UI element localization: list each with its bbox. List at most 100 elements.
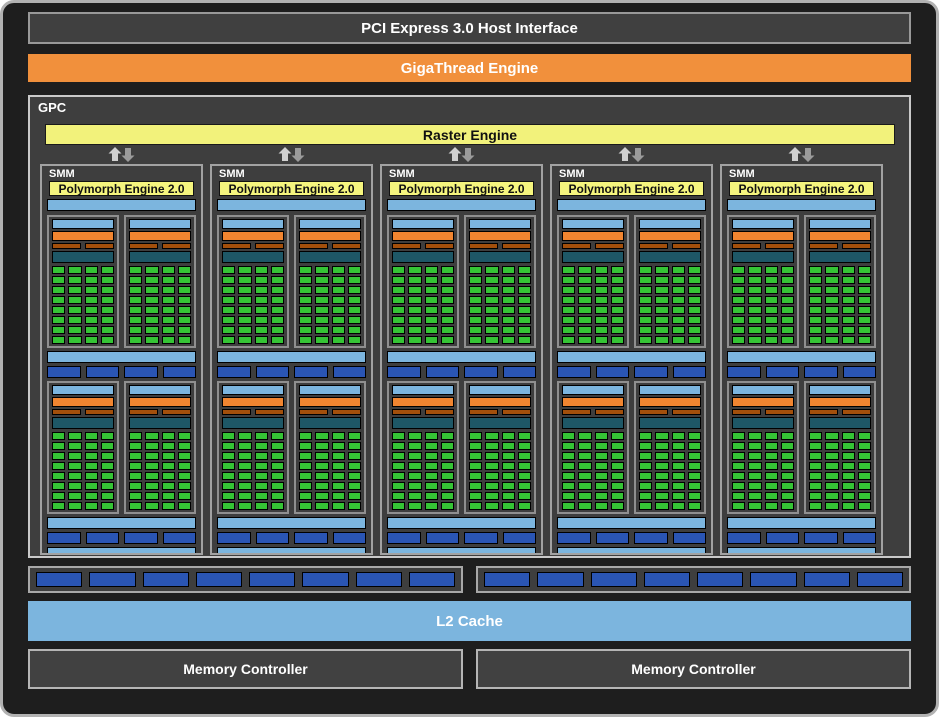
core-cell xyxy=(469,442,483,450)
core-cell xyxy=(517,306,531,314)
texture-unit xyxy=(162,366,196,378)
core-cell xyxy=(424,316,438,324)
core-cell xyxy=(748,452,762,460)
instruction-buffer-bar xyxy=(562,219,624,229)
warp-scheduler-bar xyxy=(809,231,871,241)
texture-unit-row xyxy=(387,366,536,378)
rop-group xyxy=(476,566,911,593)
core-cell xyxy=(145,276,159,284)
core-cell xyxy=(52,442,66,450)
core-cell xyxy=(161,442,175,450)
core-cell xyxy=(809,316,823,324)
core-cell xyxy=(578,336,592,344)
core-cell xyxy=(732,462,746,470)
texture-unit xyxy=(557,366,591,378)
core-cell xyxy=(578,296,592,304)
instruction-buffer-bar xyxy=(809,219,871,229)
smm-half xyxy=(387,381,536,514)
core-cell xyxy=(732,326,746,334)
core-cell xyxy=(764,276,778,284)
core-grid xyxy=(639,266,701,344)
core-cell xyxy=(639,296,653,304)
core-cell xyxy=(578,492,592,500)
warp-scheduler-bar xyxy=(732,231,794,241)
core-cell xyxy=(331,482,345,490)
dispatch-unit-row xyxy=(469,243,531,249)
core-cell xyxy=(687,462,701,470)
register-file-bar xyxy=(469,251,531,263)
register-file-bar xyxy=(809,417,871,429)
rop-unit xyxy=(408,572,455,587)
core-cell xyxy=(469,276,483,284)
core-cell xyxy=(177,492,191,500)
core-cell xyxy=(238,266,252,274)
core-cell xyxy=(161,482,175,490)
smm-label: SMM xyxy=(389,168,415,180)
processing-block xyxy=(47,381,119,514)
core-cell xyxy=(68,472,82,480)
dispatch-unit-row xyxy=(562,243,624,249)
register-file-bar xyxy=(129,417,191,429)
core-cell xyxy=(841,326,855,334)
core-cell xyxy=(254,326,268,334)
core-cell xyxy=(100,492,114,500)
core-cell xyxy=(594,472,608,480)
dispatch-unit-bar xyxy=(255,409,284,415)
core-cell xyxy=(84,452,98,460)
core-cell xyxy=(501,472,515,480)
core-cell xyxy=(610,286,624,294)
core-cell xyxy=(764,266,778,274)
texture-unit xyxy=(294,532,328,544)
core-cell xyxy=(100,472,114,480)
core-cell xyxy=(315,442,329,450)
core-cell xyxy=(825,492,839,500)
core-cell xyxy=(440,316,454,324)
processing-block xyxy=(124,381,196,514)
core-cell xyxy=(687,452,701,460)
core-cell xyxy=(315,482,329,490)
texture-unit xyxy=(217,532,251,544)
texture-unit xyxy=(255,532,289,544)
core-cell xyxy=(501,266,515,274)
core-cell xyxy=(517,266,531,274)
core-cell xyxy=(100,482,114,490)
pci-express-bar: PCI Express 3.0 Host Interface xyxy=(28,12,911,44)
core-cell xyxy=(469,266,483,274)
core-cell xyxy=(501,452,515,460)
texture-unit xyxy=(47,532,81,544)
rop-group xyxy=(28,566,463,593)
core-cell xyxy=(578,452,592,460)
core-cell xyxy=(347,442,361,450)
texture-unit xyxy=(765,532,799,544)
dispatch-unit-bar xyxy=(332,243,361,249)
texture-unit xyxy=(842,532,876,544)
core-cell xyxy=(222,442,236,450)
core-cell xyxy=(469,296,483,304)
core-cell xyxy=(841,432,855,440)
instruction-buffer-bar xyxy=(299,219,361,229)
core-cell xyxy=(68,326,82,334)
texture-unit xyxy=(387,532,421,544)
core-grid xyxy=(222,432,284,510)
core-grid xyxy=(299,266,361,344)
core-cell xyxy=(485,336,499,344)
dispatch-unit-bar xyxy=(842,243,871,249)
register-file-bar xyxy=(562,251,624,263)
core-cell xyxy=(440,472,454,480)
dispatch-unit-row xyxy=(299,243,361,249)
core-cell xyxy=(809,296,823,304)
core-cell xyxy=(485,296,499,304)
core-cell xyxy=(222,296,236,304)
core-cell xyxy=(764,482,778,490)
core-cell xyxy=(809,306,823,314)
dispatch-unit-bar xyxy=(162,243,191,249)
core-cell xyxy=(100,462,114,470)
core-cell xyxy=(129,276,143,284)
core-cell xyxy=(687,266,701,274)
core-cell xyxy=(238,316,252,324)
warp-scheduler-bar xyxy=(732,397,794,407)
core-cell xyxy=(825,286,839,294)
core-cell xyxy=(780,336,794,344)
processing-block xyxy=(727,215,799,348)
